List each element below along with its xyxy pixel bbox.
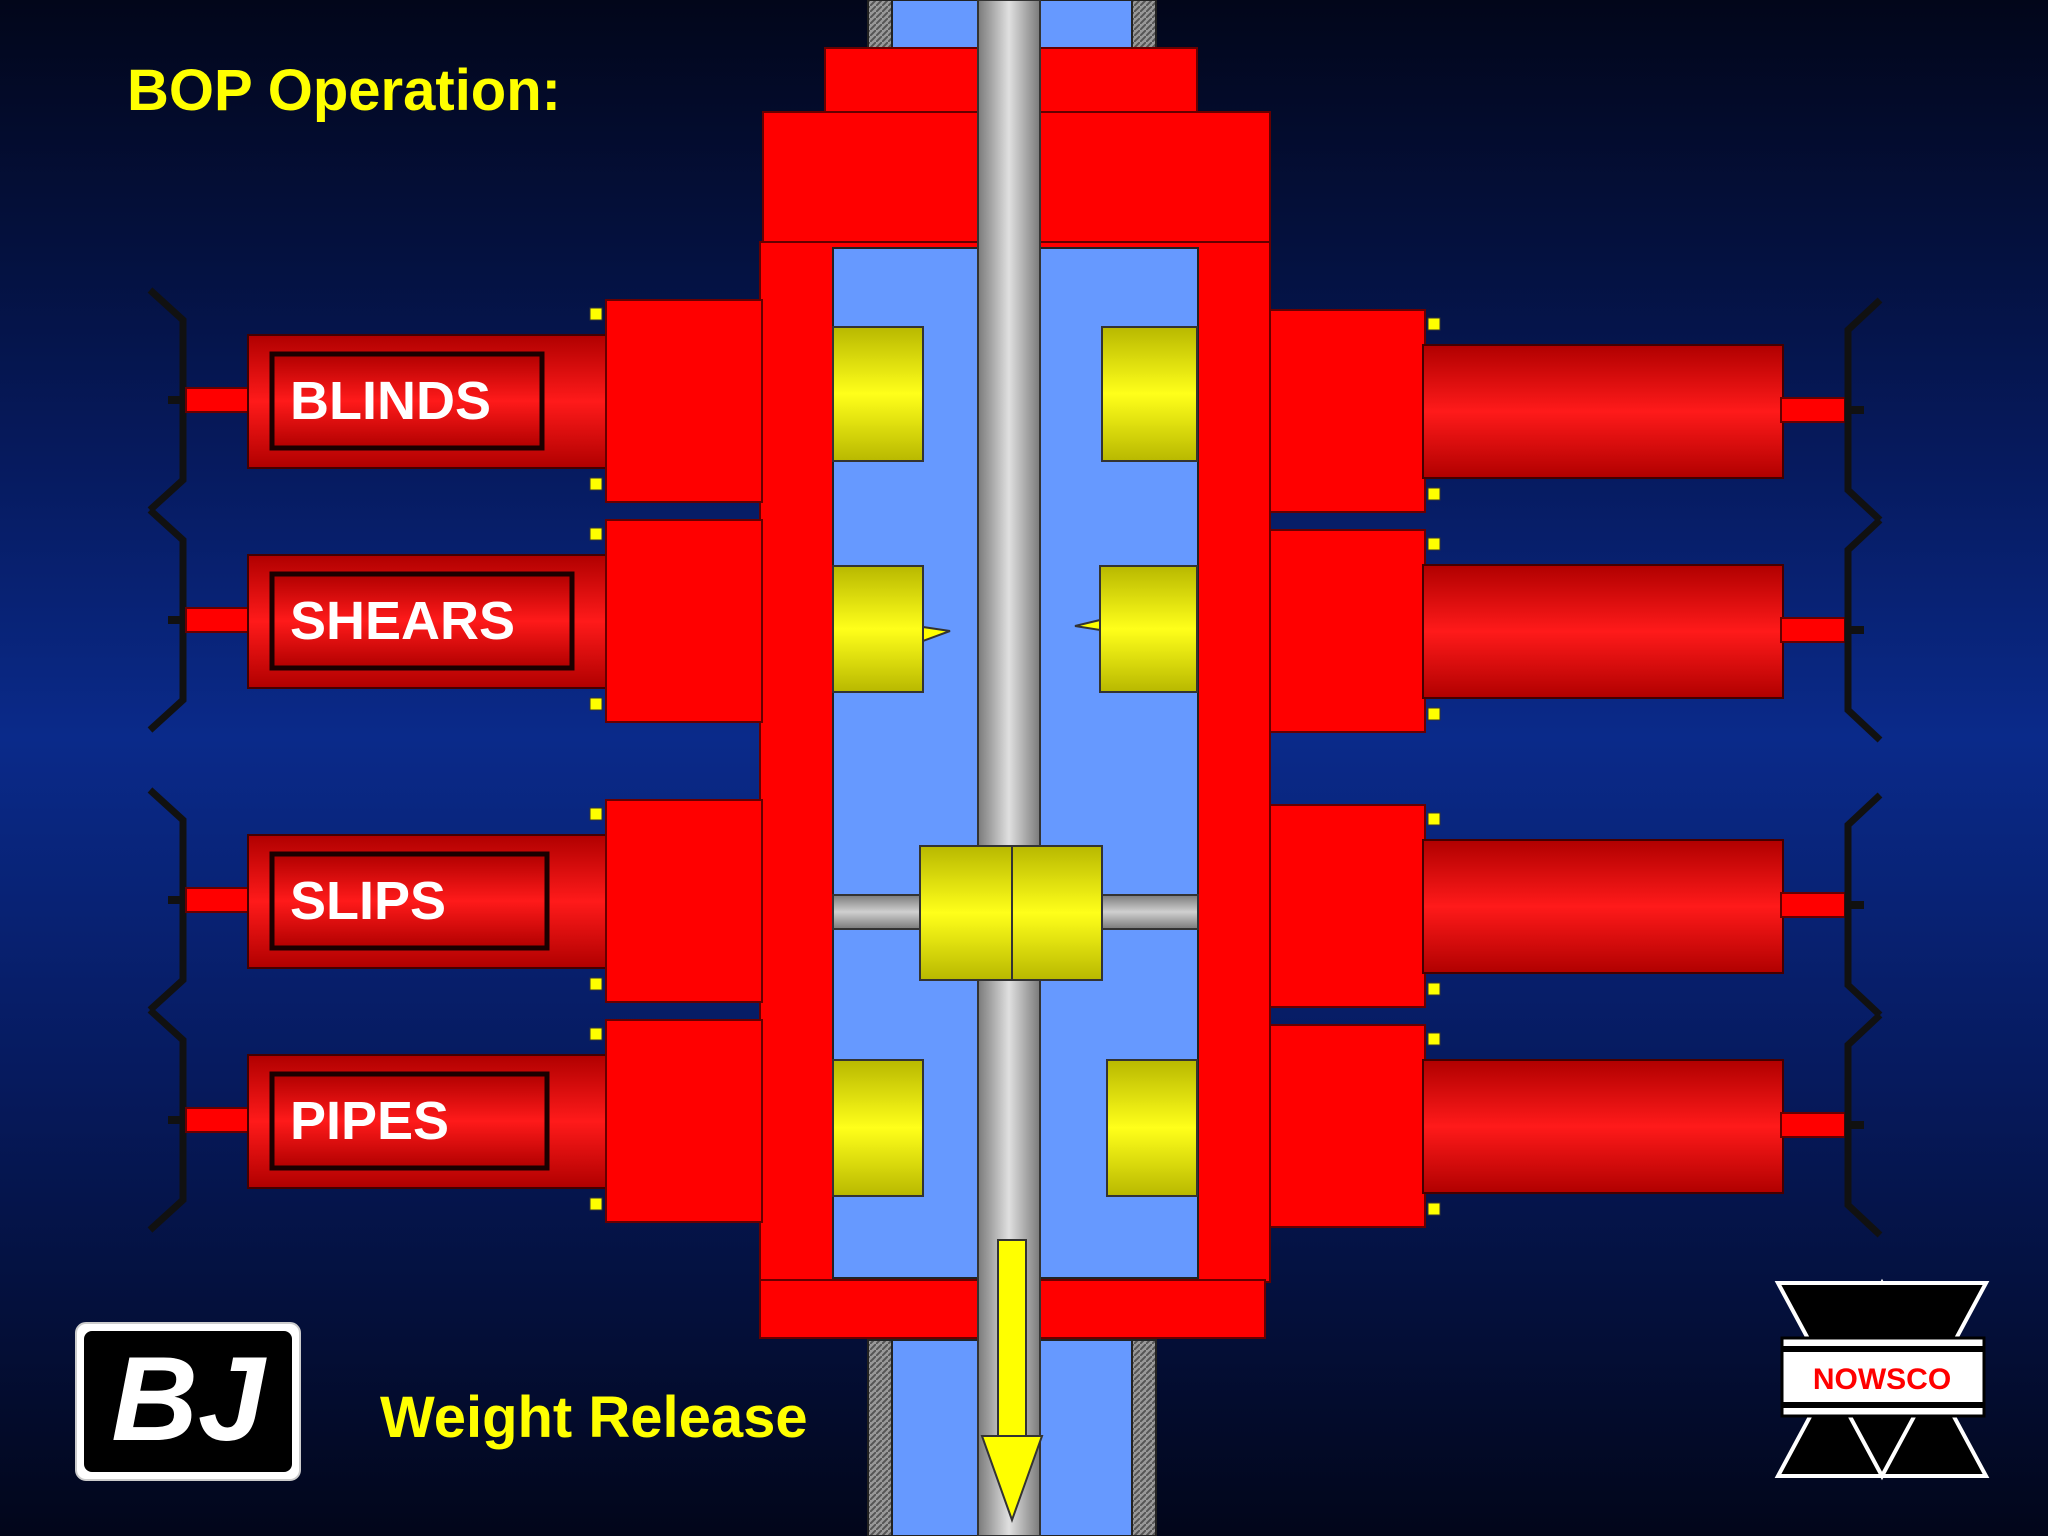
actuator-right-pipes <box>1269 1012 1883 1238</box>
actuator-right-slips <box>1269 792 1883 1018</box>
cylinder-right-slips <box>1422 839 1784 974</box>
bonnet-left-blinds <box>605 299 763 503</box>
label-box-blinds <box>269 351 545 451</box>
bonnet-right-slips <box>1269 804 1426 1008</box>
piston-rod-right-slips <box>1780 892 1846 918</box>
bracket-tab-left-blinds <box>168 396 184 404</box>
bonnet-right-blinds <box>1269 309 1426 513</box>
actuator-left-pipes: PIPES <box>147 1007 763 1233</box>
piston-rod-left-slips <box>185 887 251 913</box>
bj-logo: BJ <box>75 1322 301 1481</box>
piston-rod-right-shears <box>1780 617 1846 643</box>
shear-blade-left <box>922 625 951 643</box>
bonnet-left-pipes <box>605 1019 763 1223</box>
weight-release-arrow <box>980 1239 1044 1523</box>
bolt-bottom-left-shears <box>589 697 603 711</box>
label-box-shears <box>269 571 575 671</box>
piston-rod-left-shears <box>185 607 251 633</box>
bonnet-right-pipes <box>1269 1024 1426 1228</box>
bonnet-left-shears <box>605 519 763 723</box>
weight-release-caption: Weight Release <box>380 1385 808 1450</box>
cylinder-right-pipes <box>1422 1059 1784 1194</box>
bracket-tab-right-shears <box>1848 626 1864 634</box>
slip-bar-right <box>1099 894 1199 930</box>
bolt-top-right-pipes <box>1427 1032 1441 1046</box>
bonnet-left-slips <box>605 799 763 1003</box>
bracket-tab-left-shears <box>168 616 184 624</box>
actuator-left-shears: SHEARS <box>147 507 763 733</box>
bracket-tab-right-pipes <box>1848 1121 1864 1129</box>
shear-blade-right <box>1074 618 1101 632</box>
bolt-top-right-shears <box>1427 537 1441 551</box>
shear-ram-left <box>832 565 924 693</box>
shear-ram-right <box>1099 565 1198 693</box>
bolt-bottom-left-blinds <box>589 477 603 491</box>
bolt-bottom-right-blinds <box>1427 487 1441 501</box>
label-box-pipes <box>269 1071 550 1171</box>
bonnet-right-shears <box>1269 529 1426 733</box>
pipe-ram-left <box>832 1059 924 1197</box>
bolt-top-left-pipes <box>589 1027 603 1041</box>
slide-title: BOP Operation: <box>127 58 561 123</box>
bracket-tab-left-pipes <box>168 1116 184 1124</box>
slip-ram-left <box>919 845 1013 981</box>
actuator-right-blinds <box>1269 297 1883 523</box>
right-actuators <box>1269 297 1883 1238</box>
pipe-ram-right <box>1106 1059 1198 1197</box>
bolt-top-left-slips <box>589 807 603 821</box>
slip-bar-left <box>832 894 924 930</box>
cylinder-right-blinds <box>1422 344 1784 479</box>
blind-ram-left <box>832 326 924 462</box>
bolt-bottom-left-pipes <box>589 1197 603 1211</box>
piston-rod-left-blinds <box>185 387 251 413</box>
piston-rod-right-pipes <box>1780 1112 1846 1138</box>
bolt-bottom-right-slips <box>1427 982 1441 996</box>
actuator-right-shears <box>1269 517 1883 743</box>
label-blinds: BLINDS <box>290 371 491 431</box>
actuator-left-slips: SLIPS <box>147 787 763 1013</box>
bolt-top-left-blinds <box>589 307 603 321</box>
bolt-top-right-slips <box>1427 812 1441 826</box>
slip-ram-right <box>1011 845 1103 981</box>
piston-rod-right-blinds <box>1780 397 1846 423</box>
blind-ram-right <box>1101 326 1198 462</box>
label-slips: SLIPS <box>290 871 446 931</box>
bracket-tab-right-blinds <box>1848 406 1864 414</box>
ram-blocks <box>832 326 1198 1197</box>
bracket-tab-left-slips <box>168 896 184 904</box>
actuator-left-blinds: BLINDS <box>147 287 763 513</box>
nowsco-logo-text: NOWSCO <box>1813 1363 1951 1396</box>
bolt-top-right-blinds <box>1427 317 1441 331</box>
bolt-bottom-right-shears <box>1427 707 1441 721</box>
label-shears: SHEARS <box>290 591 515 651</box>
bj-logo-text: BJ <box>111 1332 267 1466</box>
left-actuators: BLINDS SHEARS SLIPS PIPES <box>147 287 763 1233</box>
bolt-bottom-left-slips <box>589 977 603 991</box>
bolt-bottom-right-pipes <box>1427 1202 1441 1216</box>
cylinder-right-shears <box>1422 564 1784 699</box>
label-box-slips <box>269 851 550 951</box>
nowsco-logo: NOWSCO <box>1774 1278 1990 1481</box>
piston-rod-left-pipes <box>185 1107 251 1133</box>
label-pipes: PIPES <box>290 1091 449 1151</box>
bolt-top-left-shears <box>589 527 603 541</box>
bracket-tab-right-slips <box>1848 901 1864 909</box>
